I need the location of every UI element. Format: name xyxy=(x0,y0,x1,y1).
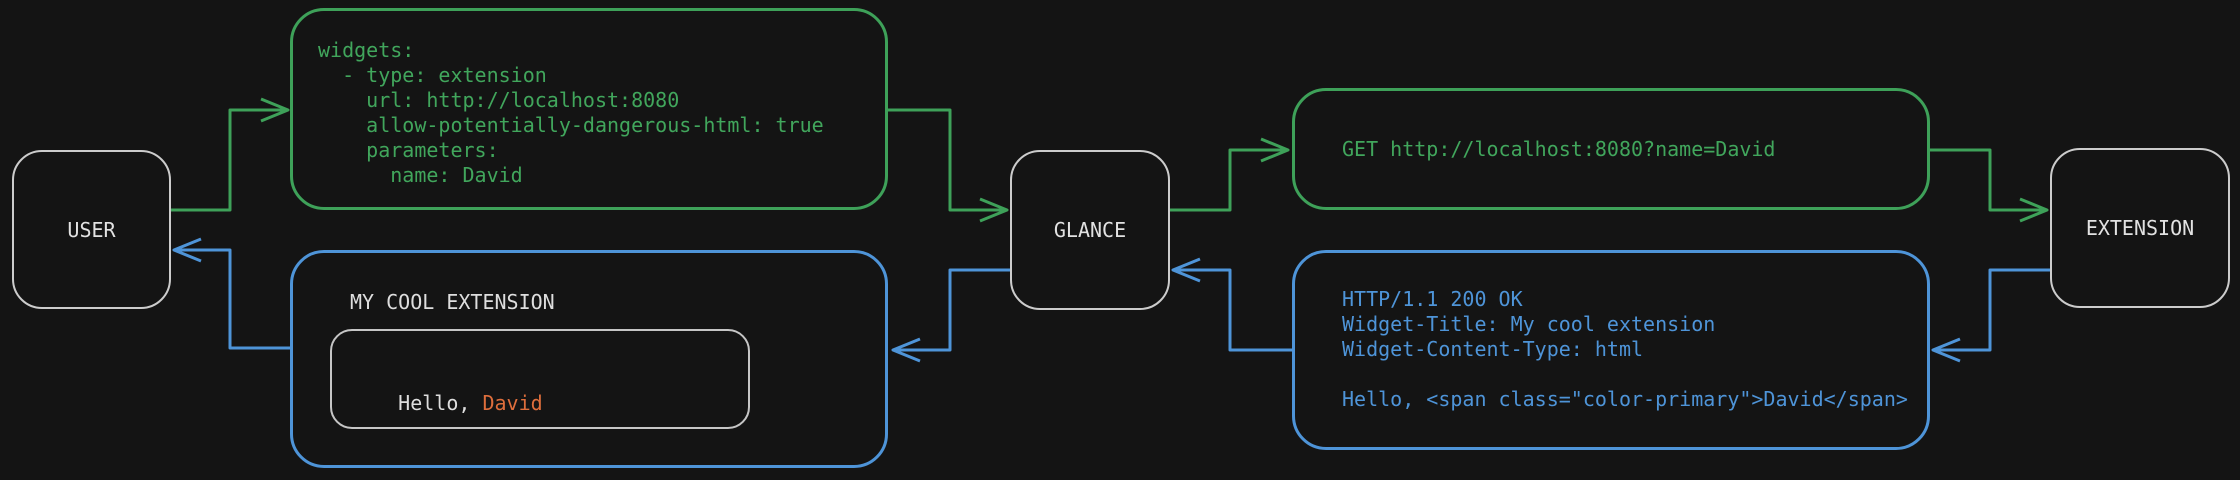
widget-greeting-box xyxy=(330,329,750,429)
arrow-widget-to-user-head xyxy=(172,237,202,263)
arrow-response-to-glance-line xyxy=(1174,268,1292,352)
arrow-user-to-config-line xyxy=(171,108,287,212)
widget-greeting: Hello, David xyxy=(350,366,543,441)
node-glance: GLANCE xyxy=(1010,150,1170,310)
config-yaml-code: widgets: - type: extension url: http://l… xyxy=(318,38,824,187)
arrow-extension-to-response-line xyxy=(1934,268,2050,352)
arrow-user-to-config-head xyxy=(260,97,290,123)
arrow-response-to-glance-head xyxy=(1171,257,1201,283)
greeting-name: David xyxy=(482,391,543,415)
greeting-prefix: Hello, xyxy=(398,391,483,415)
response-code: HTTP/1.1 200 OK Widget-Title: My cool ex… xyxy=(1342,287,1908,411)
node-user-label: USER xyxy=(67,217,116,242)
arrow-glance-to-request-line xyxy=(1170,148,1287,212)
node-glance-label: GLANCE xyxy=(1053,218,1127,242)
widget-title: MY COOL EXTENSION xyxy=(350,290,555,314)
node-user: USER xyxy=(12,150,171,309)
config-yaml-box xyxy=(290,8,888,210)
arrow-extension-to-response-head xyxy=(1931,337,1961,363)
widget-preview-box xyxy=(290,250,888,468)
arrow-config-to-glance-line xyxy=(888,108,1006,212)
node-extension: EXTENSION xyxy=(2050,148,2230,308)
arrow-glance-to-request-head xyxy=(1260,137,1290,163)
arrow-config-to-glance-head xyxy=(979,197,1009,223)
arrow-request-to-extension-line xyxy=(1930,148,2046,212)
arrow-widget-to-user-line xyxy=(175,248,290,350)
arrow-request-to-extension-head xyxy=(2019,197,2049,223)
arrow-glance-to-widget-line xyxy=(894,268,1010,352)
response-box xyxy=(1292,250,1930,450)
request-box xyxy=(1292,88,1930,210)
arrow-glance-to-widget-head xyxy=(891,337,921,363)
node-extension-label: EXTENSION xyxy=(2085,216,2195,240)
request-code: GET http://localhost:8080?name=David xyxy=(1342,137,1776,161)
